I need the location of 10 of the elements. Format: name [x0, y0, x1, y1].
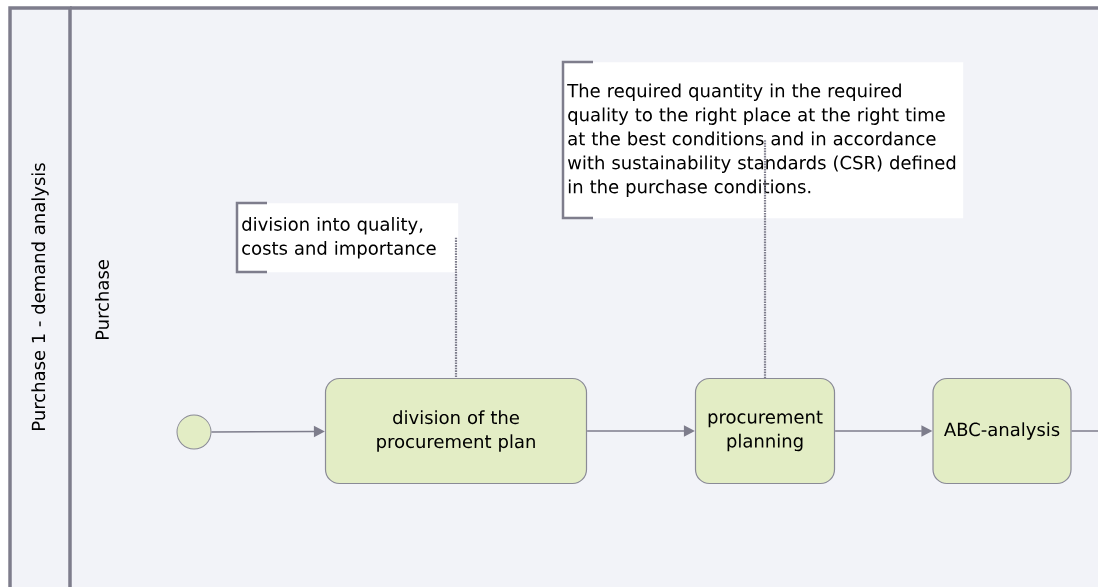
task-box: ABC-analysis — [932, 377, 1072, 485]
leader-line — [763, 140, 767, 378]
lane-label: Purchase — [95, 260, 109, 340]
task-box: division of the procurement plan — [324, 377, 588, 485]
annotation: The required quantity in the required quality to the right place at the right time at the best conditions and in accordance with sustainability standards (CSR) defined in the purchase conditions. — [561, 60, 964, 220]
pool-header: Purchase 1 - demand analysis — [8, 6, 72, 587]
start-event — [176, 414, 212, 450]
task-box: procurement planning — [694, 377, 836, 485]
leader-line — [454, 237, 458, 378]
annotation: division into quality, costs and importance — [235, 201, 459, 274]
